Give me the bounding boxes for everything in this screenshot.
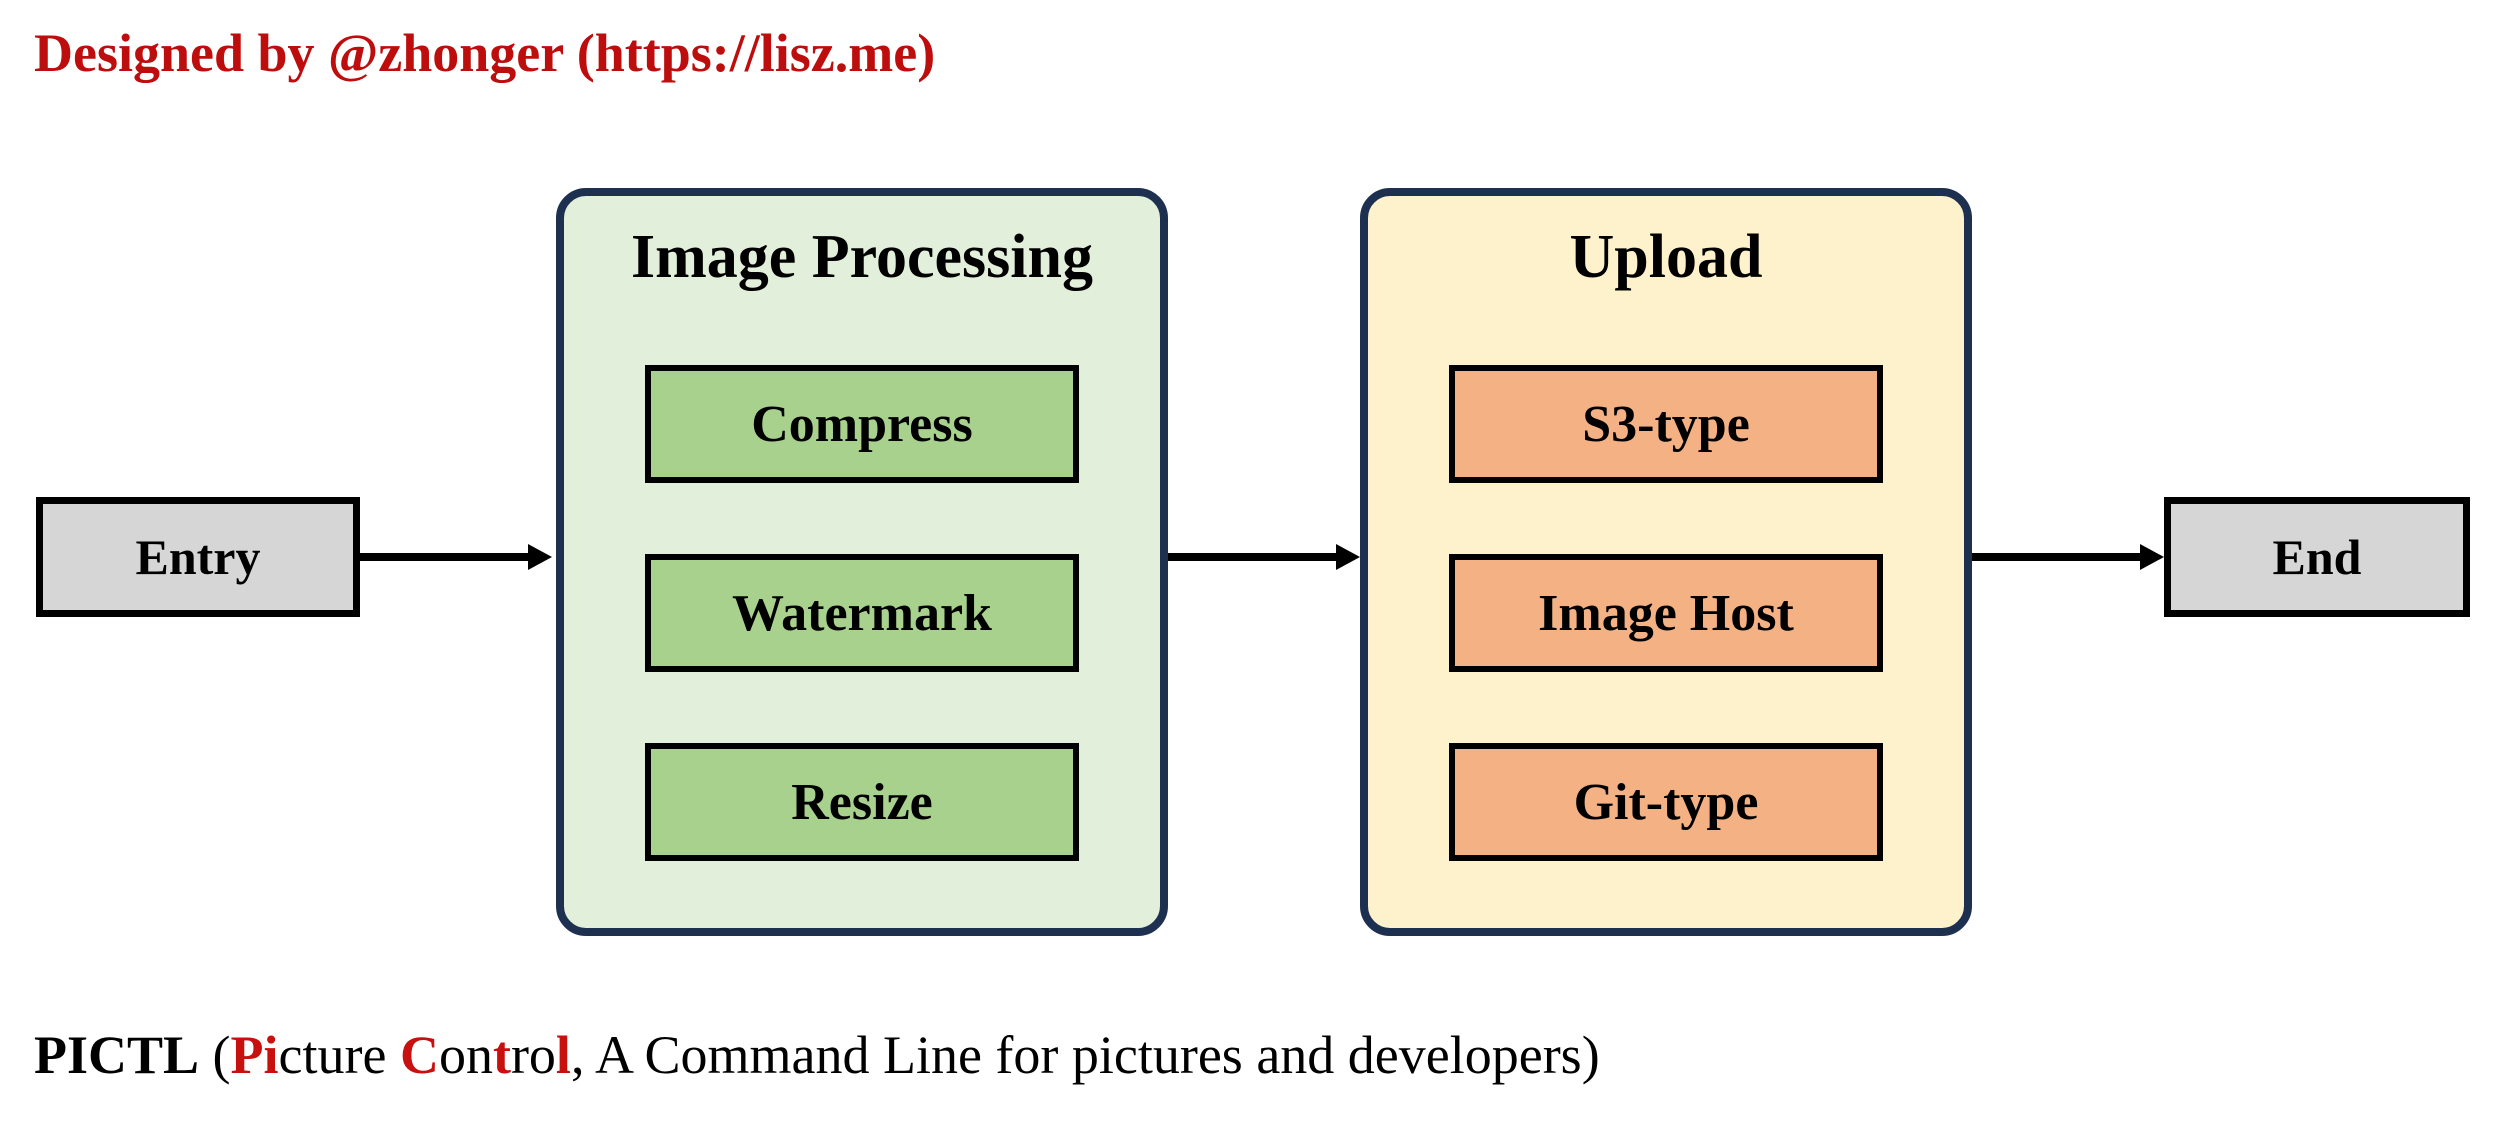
arrow-upload-to-end-line — [1972, 553, 2148, 561]
arrow-processing-to-upload-head — [1336, 544, 1360, 570]
caption-segment: t — [492, 1025, 511, 1085]
caption-segment: Pi — [230, 1025, 279, 1085]
caption-segment: ro — [510, 1025, 556, 1085]
credit-text: Designed by @zhonger (https://lisz.me) — [34, 23, 936, 83]
upload-item-git-type: Git-type — [1449, 743, 1883, 861]
caption-segment: PICTL — [34, 1025, 200, 1085]
arrow-entry-to-processing-line — [360, 553, 536, 561]
processing-item-watermark: Watermark — [645, 554, 1079, 672]
caption-segment: cture — [278, 1025, 400, 1085]
image-processing-group-title: Image Processing — [630, 223, 1094, 291]
entry-node: Entry — [36, 497, 360, 617]
caption: PICTL (Picture Control, A Command Line f… — [34, 1024, 1600, 1086]
caption-segment: ( — [199, 1025, 231, 1085]
end-node: End — [2164, 497, 2470, 617]
processing-item-resize-label: Resize — [791, 773, 933, 831]
caption-segment: on — [438, 1025, 493, 1085]
processing-item-compress: Compress — [645, 365, 1079, 483]
caption-segment: , A Command Line for pictures and develo… — [570, 1025, 1600, 1085]
caption-segment: l — [555, 1025, 571, 1085]
arrow-processing-to-upload-line — [1168, 553, 1344, 561]
upload-item-image-host-label: Image Host — [1538, 584, 1794, 642]
arrow-upload-to-end-head — [2140, 544, 2164, 570]
processing-item-resize: Resize — [645, 743, 1079, 861]
end-node-label: End — [2272, 529, 2362, 585]
upload-group: Upload S3-type Image Host Git-type — [1360, 188, 1972, 936]
arrow-entry-to-processing-head — [528, 544, 552, 570]
upload-item-image-host: Image Host — [1449, 554, 1883, 672]
upload-group-title: Upload — [1569, 223, 1763, 291]
upload-item-s3-type-label: S3-type — [1582, 395, 1750, 453]
entry-node-label: Entry — [135, 529, 261, 585]
processing-item-compress-label: Compress — [751, 395, 973, 453]
caption-segment: C — [399, 1025, 439, 1085]
processing-item-watermark-label: Watermark — [732, 584, 992, 642]
image-processing-group: Image Processing Compress Watermark Resi… — [556, 188, 1168, 936]
upload-item-s3-type: S3-type — [1449, 365, 1883, 483]
upload-item-git-type-label: Git-type — [1573, 773, 1759, 831]
